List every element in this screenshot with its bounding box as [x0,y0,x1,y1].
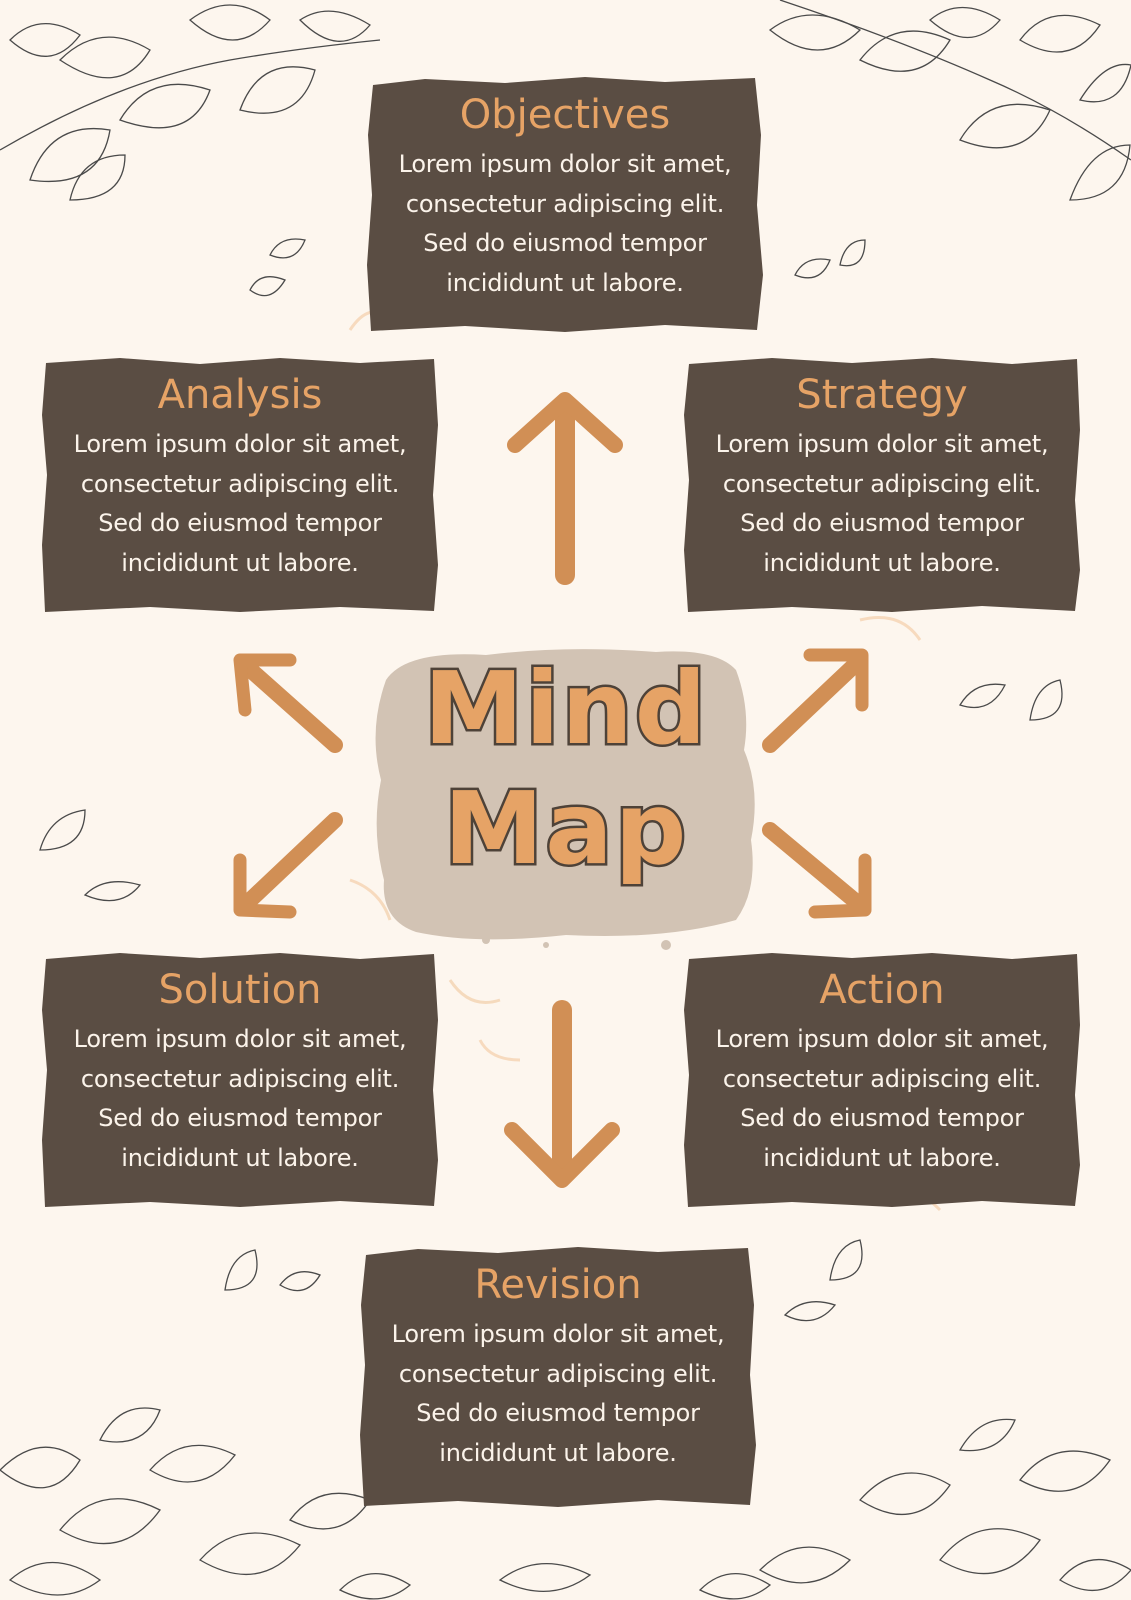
node-description: Lorem ipsum dolor sit amet, consectetur … [682,1020,1082,1178]
node-title: Solution [158,967,322,1013]
node-title: Objectives [459,92,671,138]
card-background [684,358,1080,612]
card-background [42,953,438,1207]
description-line: Lorem ipsum dolor sit amet, [715,430,1049,458]
description-line: incididunt ut labore. [763,1143,1001,1172]
description-line: consectetur adipiscing elit. [722,1064,1042,1093]
node-title: Strategy [796,372,968,418]
description-line: incididunt ut labore. [763,548,1001,577]
card-background [684,953,1080,1207]
description-line: consectetur adipiscing elit. [722,469,1042,498]
description-line: incididunt ut labore. [121,548,359,577]
small-leaf-icon [794,239,866,279]
node-description: Lorem ipsum dolor sit amet, consectetur … [40,425,440,583]
description-line: incididunt ut labore. [446,268,684,297]
description-line: consectetur adipiscing elit. [80,1064,400,1093]
description-line: Lorem ipsum dolor sit amet, [398,150,732,178]
card-background [42,358,438,612]
description-line: consectetur adipiscing elit. [405,189,725,218]
description-line: Lorem ipsum dolor sit amet, [715,1025,1049,1053]
arrow-up-to-objectives [507,392,623,585]
small-leaf-icon [39,809,142,902]
node-title: Analysis [157,372,323,418]
node-description: Lorem ipsum dolor sit amet, consectetur … [40,1020,440,1178]
node-description: Lorem ipsum dolor sit amet, consectetur … [358,1315,758,1473]
center-title-line-1: Mind [421,648,709,770]
arrow-to-solution [233,812,343,919]
leaf-branch-icon [0,1407,412,1600]
description-line: consectetur adipiscing elit. [80,469,400,498]
card-background [360,1247,756,1507]
leaf-branch-icon [0,4,381,201]
central-topic: Mind Map [366,640,766,950]
small-leaf-icon [224,1249,321,1292]
description-line: Lorem ipsum dolor sit amet, [73,430,407,458]
node-objectives: Objectives Lorem ipsum dolor sit amet, c… [365,75,765,335]
arrow-down-to-revision [504,1000,620,1188]
description-line: Sed do eiusmod tempor [98,509,382,537]
node-action: Action Lorem ipsum dolor sit amet, conse… [682,950,1082,1210]
description-line: Sed do eiusmod tempor [416,1399,700,1427]
center-blob [375,649,755,950]
node-title: Action [819,967,945,1013]
node-solution: Solution Lorem ipsum dolor sit amet, con… [40,950,440,1210]
leaf-branch-icon [498,1418,1131,1600]
description-line: incididunt ut labore. [121,1143,359,1172]
node-analysis: Analysis Lorem ipsum dolor sit amet, con… [40,355,440,615]
description-line: Sed do eiusmod tempor [740,509,1024,537]
description-line: Sed do eiusmod tempor [98,1104,382,1132]
node-description: Lorem ipsum dolor sit amet, consectetur … [682,425,1082,583]
node-strategy: Strategy Lorem ipsum dolor sit amet, con… [682,355,1082,615]
description-line: Lorem ipsum dolor sit amet, [391,1320,725,1348]
arrow-to-analysis [233,653,343,753]
description-line: Sed do eiusmod tempor [740,1104,1024,1132]
small-leaf-icon [249,238,306,297]
arrow-to-strategy [762,648,869,753]
card-background [367,77,763,332]
leaf-branch-icon [768,0,1131,201]
node-title: Revision [474,1262,642,1308]
description-line: consectetur adipiscing elit. [398,1359,718,1388]
small-leaf-icon [959,679,1063,721]
center-title-line-2: Map [441,768,689,890]
description-line: Lorem ipsum dolor sit amet, [73,1025,407,1053]
arrow-to-action [762,822,872,919]
node-description: Lorem ipsum dolor sit amet, consectetur … [365,145,765,303]
small-leaf-icon [783,1239,863,1322]
description-line: incididunt ut labore. [439,1438,677,1467]
node-revision: Revision Lorem ipsum dolor sit amet, con… [358,1245,758,1510]
description-line: Sed do eiusmod tempor [423,229,707,257]
